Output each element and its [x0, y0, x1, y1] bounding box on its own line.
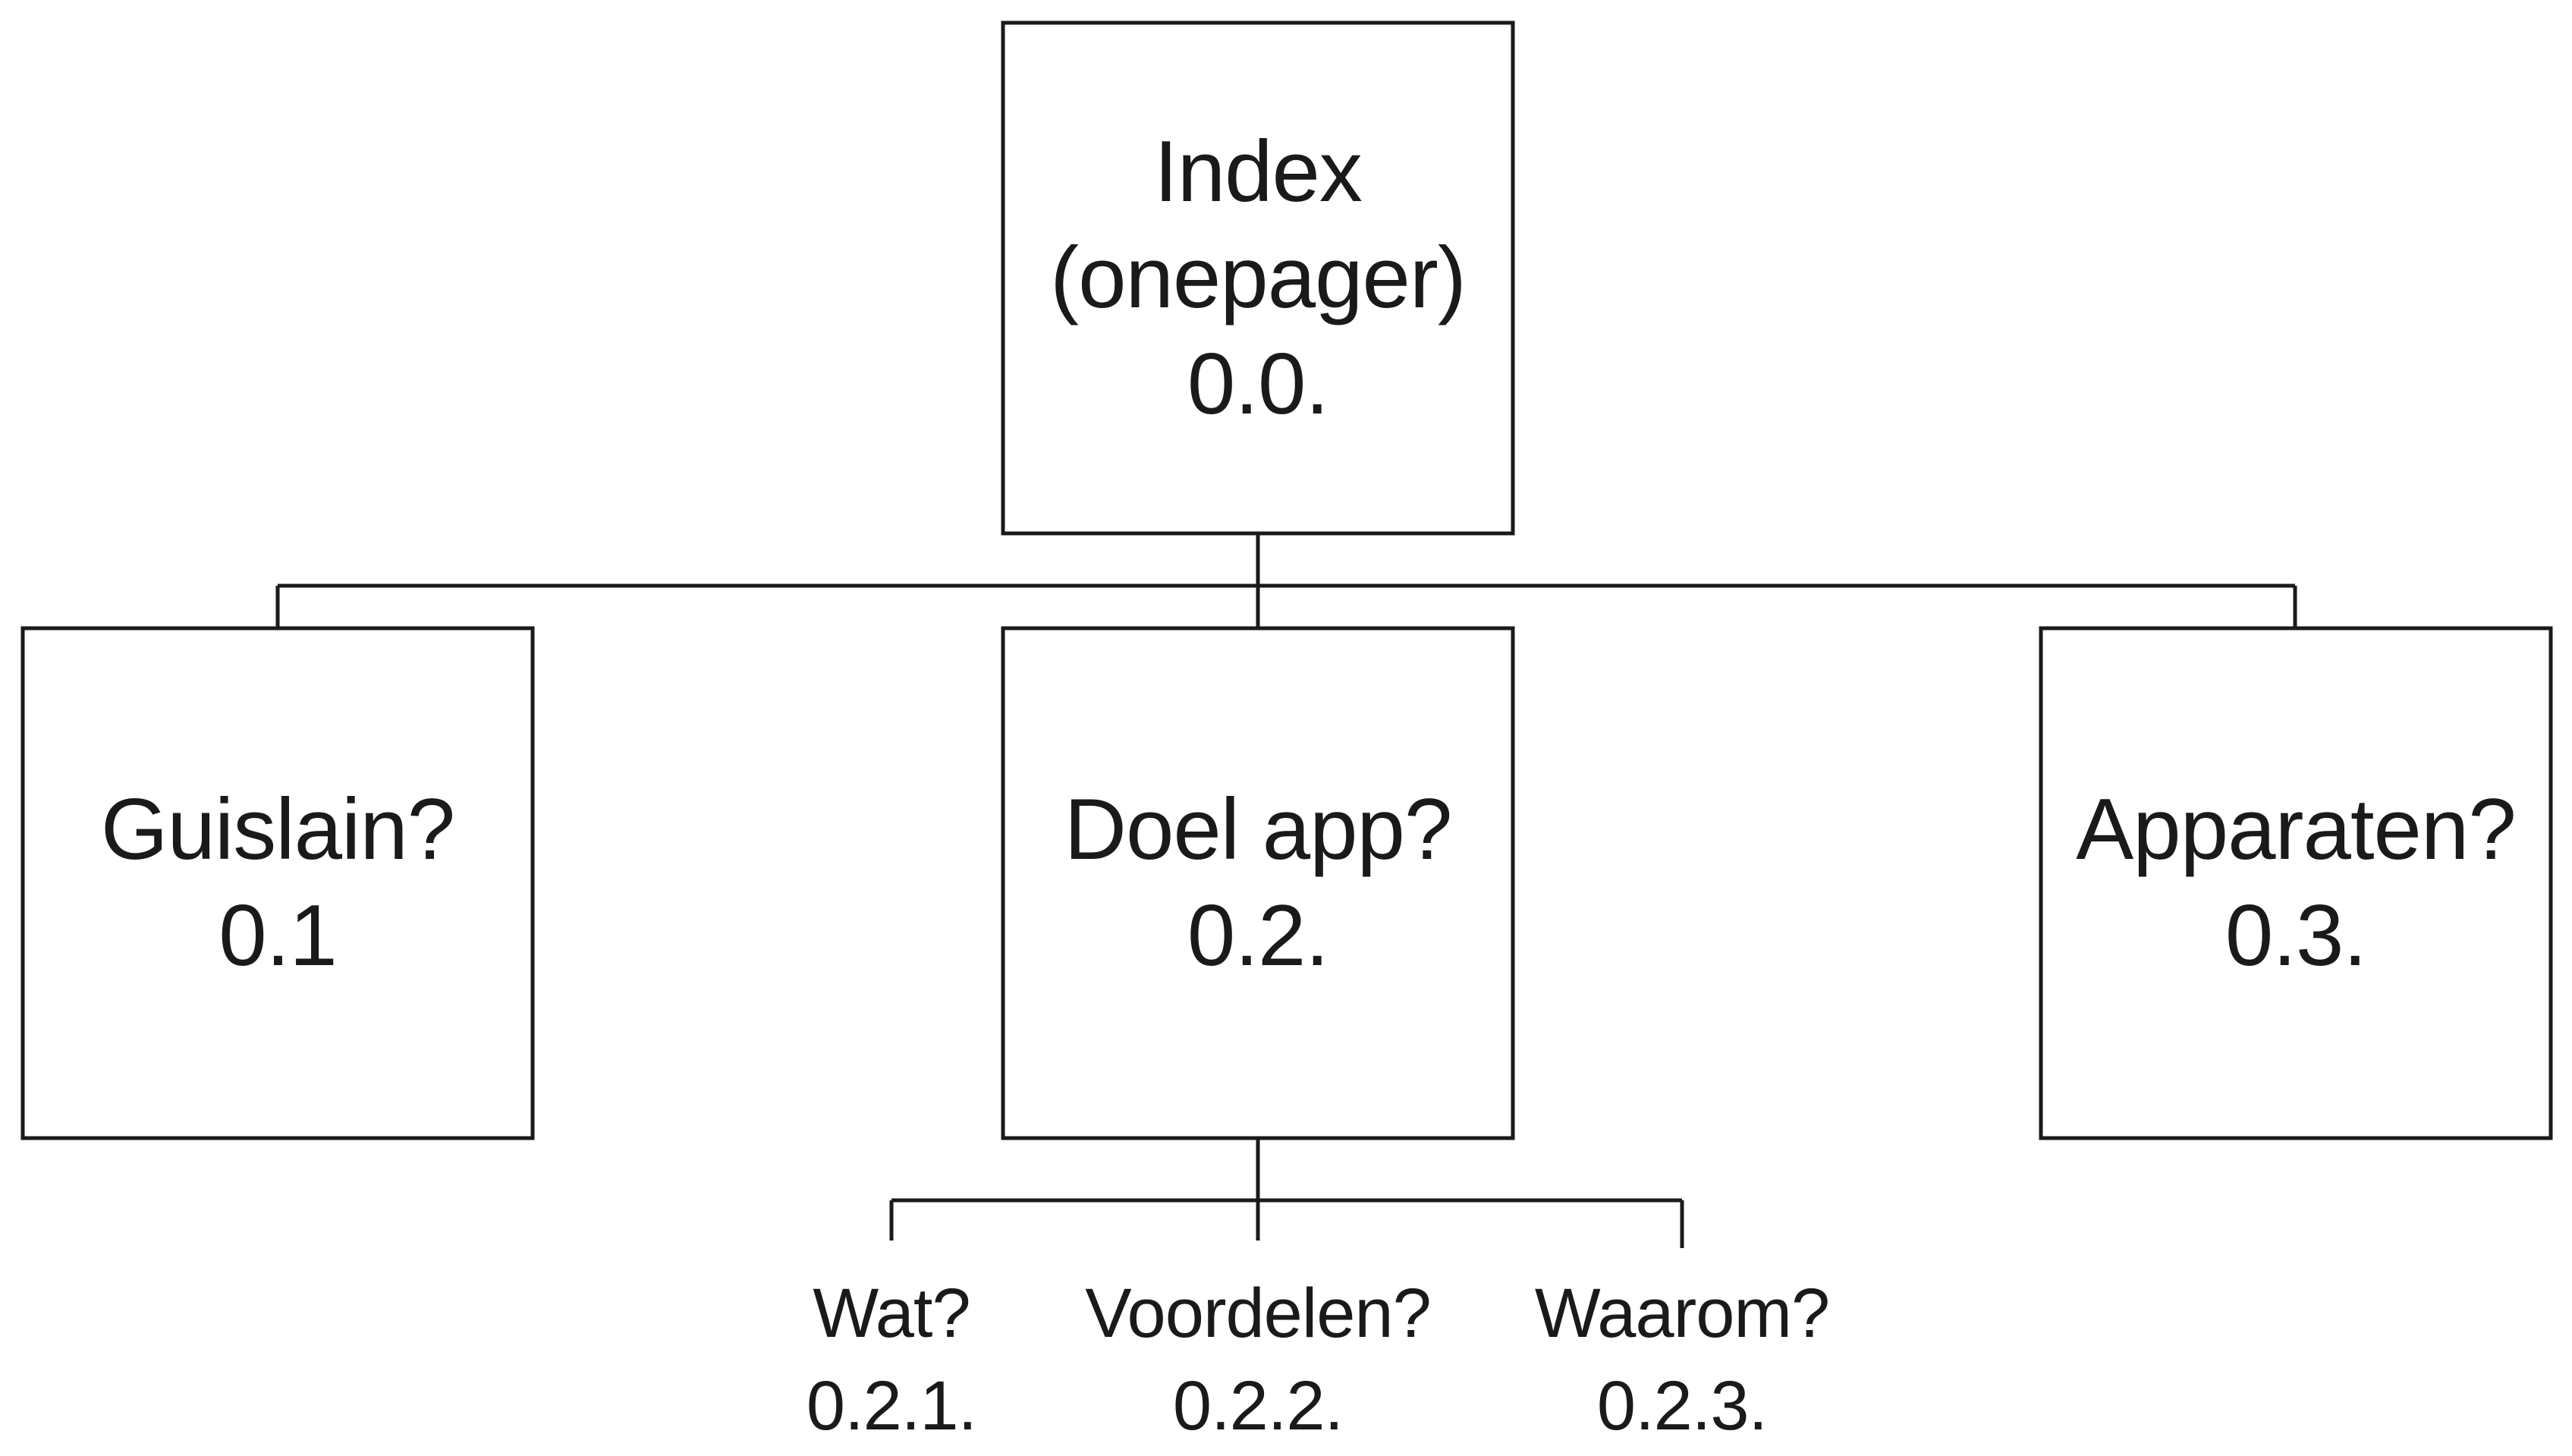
node-box-apparaten	[2039, 626, 2553, 1140]
node-title: Waarom?	[1534, 1275, 1830, 1352]
node-label-guislain: Guislain? 0.1	[23, 628, 533, 1138]
node-box-guislain	[20, 626, 535, 1140]
node-number: 0.2.2.	[1172, 1367, 1344, 1445]
node-title: Apparaten?	[2076, 781, 2516, 878]
node-box-doel	[1001, 626, 1515, 1140]
node-label-voordelen: Voordelen? 0.2.2.	[1068, 1267, 1448, 1452]
node-title: Index	[1154, 123, 1363, 220]
node-label-waarom: Waarom? 0.2.3.	[1508, 1267, 1857, 1452]
node-number: 0.2.1.	[806, 1367, 977, 1445]
node-title: Voordelen?	[1085, 1275, 1432, 1352]
node-number: 0.1	[219, 888, 337, 984]
node-number: 0.0.	[1187, 335, 1329, 432]
node-label-doel: Doel app? 0.2.	[1003, 628, 1513, 1138]
node-title: Doel app?	[1064, 781, 1453, 878]
node-subtitle: (onepager)	[1050, 229, 1467, 326]
node-label-root: Index (onepager) 0.0.	[1003, 23, 1513, 533]
node-label-wat: Wat? 0.2.1.	[747, 1267, 1036, 1452]
node-title: Guislain?	[100, 781, 455, 878]
node-number: 0.2.	[1187, 888, 1329, 984]
node-box-root	[1001, 20, 1515, 536]
node-number: 0.2.3.	[1596, 1367, 1768, 1445]
node-title: Wat?	[813, 1275, 970, 1352]
node-number: 0.3.	[2225, 888, 2367, 984]
node-label-apparaten: Apparaten? 0.3.	[2041, 628, 2551, 1138]
